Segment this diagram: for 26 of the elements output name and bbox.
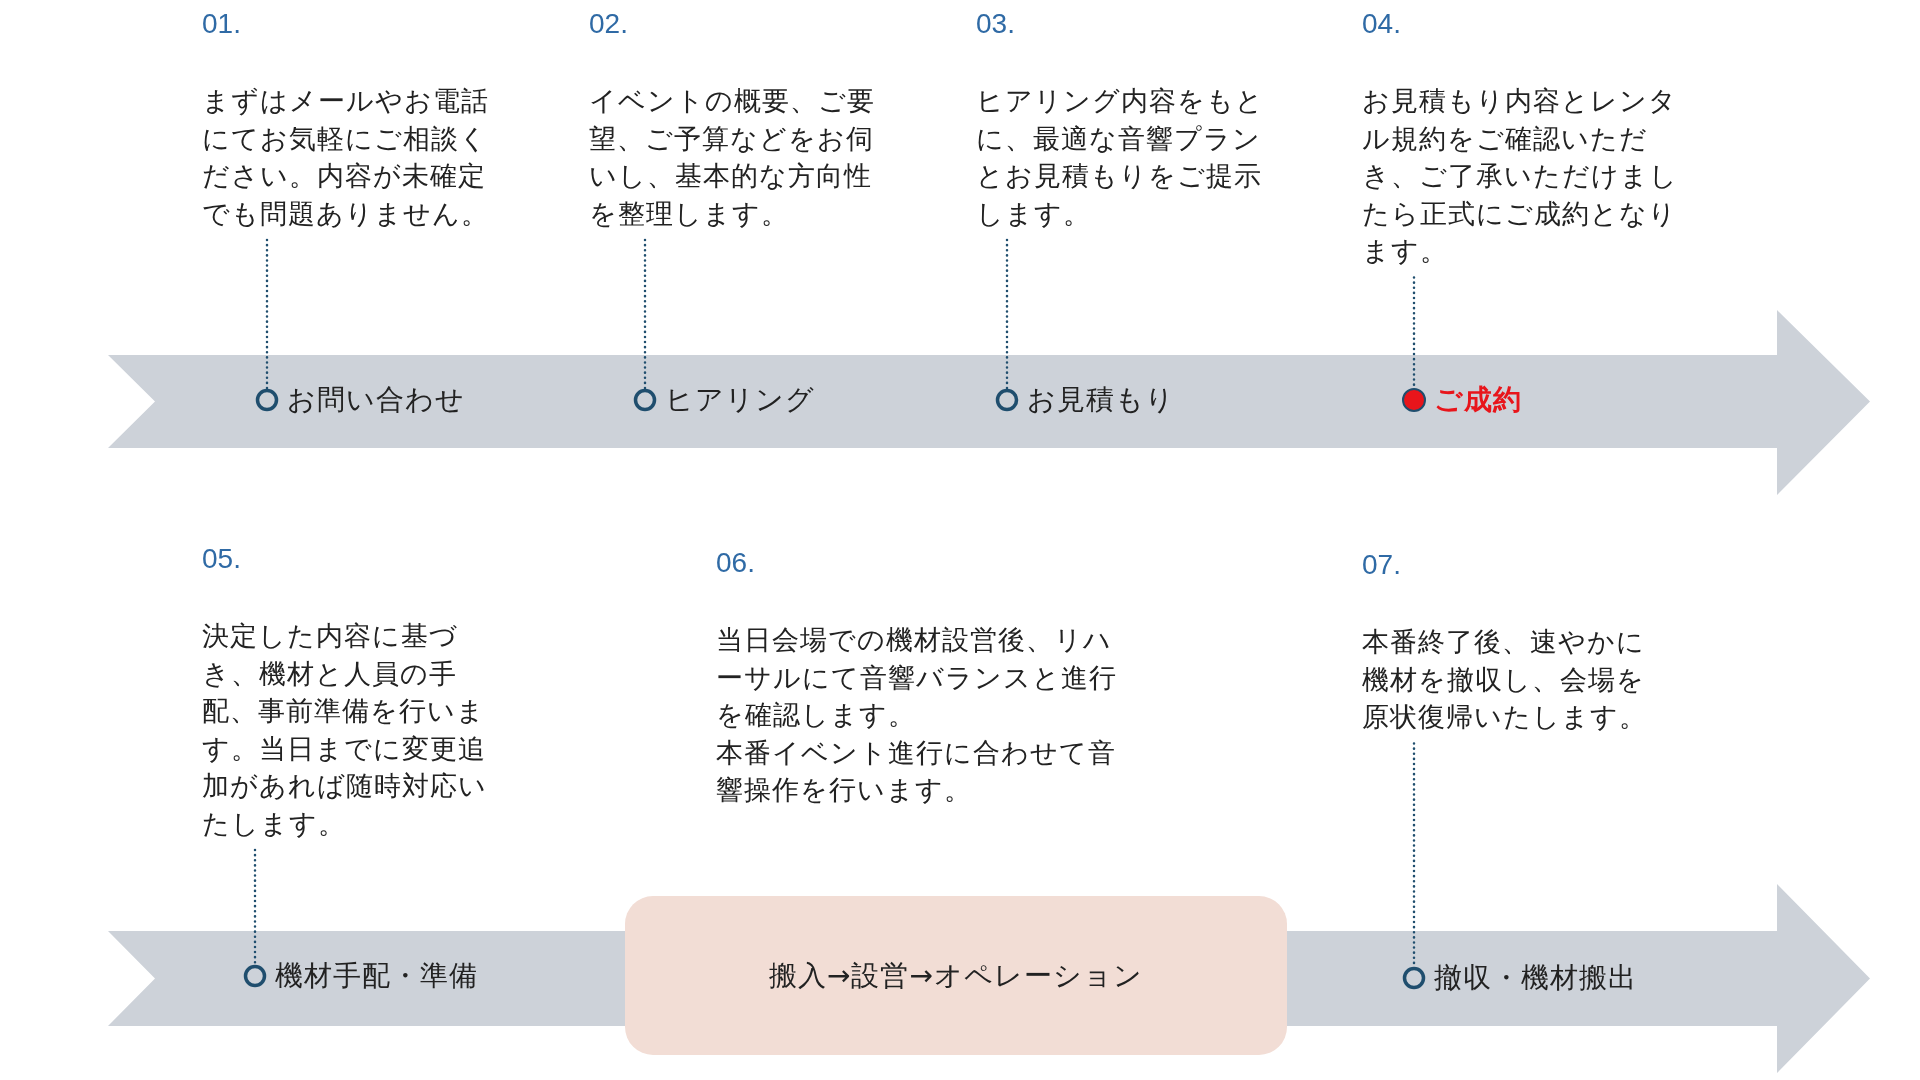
step-number: 03. [976, 8, 1016, 40]
step-number: 06. [716, 547, 756, 579]
step-number: 01. [202, 8, 242, 40]
step-number: 05. [202, 543, 242, 575]
milestone-label: ご成約 [1434, 382, 1522, 418]
step-number: 02. [589, 8, 629, 40]
step-description: まずはメールやお電話にてお気軽にご相談ください。内容が未確定でも問題ありません。 [202, 84, 490, 231]
step-description: 本番イベント進行に合わせて音響操作を行います。 [716, 735, 1117, 807]
leader-line [253, 848, 257, 966]
leader-line [643, 238, 647, 390]
leader-line [265, 238, 269, 390]
leader-line [1005, 238, 1009, 390]
milestone-label: 機材手配・準備 [275, 958, 478, 994]
process-box: 搬入→設営→オペレーション [625, 896, 1287, 1055]
milestone-label: 撤収・機材搬出 [1434, 960, 1637, 996]
step-description: イベントの概要、ご要望、ご予算などをお伺いし、基本的な方向性を整理します。 [589, 84, 876, 231]
milestone-label: お問い合わせ [287, 382, 465, 418]
milestone-label: ヒアリング [665, 382, 815, 418]
step-description: 決定した内容に基づき、機材と人員の手配、事前準備を行います。当日までに変更追加があれば随時対応いたします。 [202, 619, 488, 841]
milestone-label: お見積もり [1027, 382, 1175, 418]
step-description: ヒアリング内容をもとに、最適な音響プランとお見積もりをご提示します。 [976, 84, 1265, 231]
step-number: 07. [1362, 549, 1402, 581]
step-number: 04. [1362, 8, 1402, 40]
step-description: 本番終了後、速やかに機材を撤収し、会場を原状復帰いたします。 [1362, 625, 1648, 734]
step-description: 当日会場での機材設営後、リハーサルにて音響バランスと進行を確認します。 [716, 623, 1118, 732]
step-description: お見積もり内容とレンタル規約をご確認いただき、ご了承いただけましたら正式にご成約となります。 [1362, 84, 1679, 268]
